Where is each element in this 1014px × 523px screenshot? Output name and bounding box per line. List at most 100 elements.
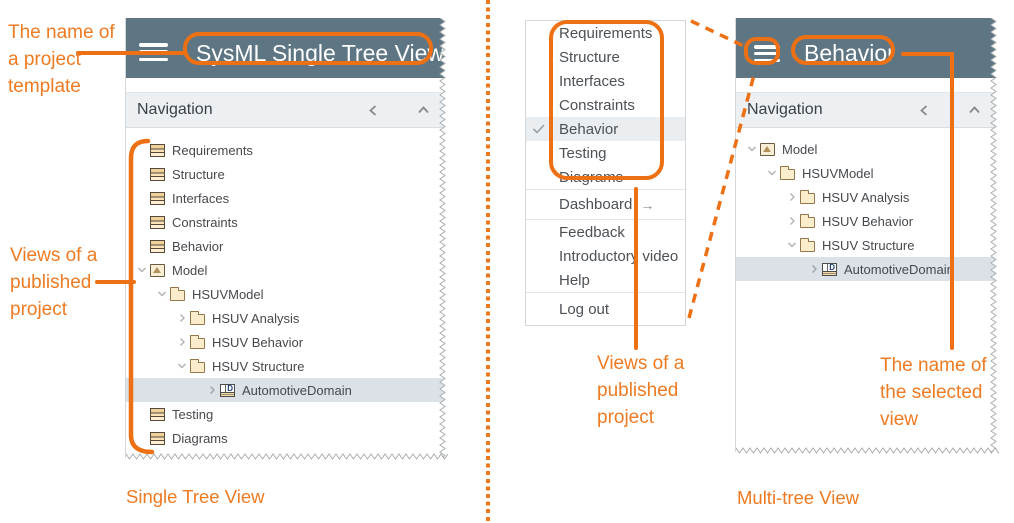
tree-item-hsuv-behavior[interactable]: HSUV Behavior <box>126 330 444 354</box>
menu-item-testing[interactable]: Testing <box>559 144 607 162</box>
chevron-right-icon[interactable] <box>784 213 800 229</box>
tree-item-hsuv-analysis[interactable]: HSUV Analysis <box>736 185 995 209</box>
menu-item-requirements[interactable]: Requirements <box>559 24 653 42</box>
tree-item-label: HSUV Structure <box>822 237 915 253</box>
project-template-title: SysML Single Tree View <box>196 40 445 66</box>
package-icon <box>760 142 775 156</box>
diagram-icon <box>822 262 837 276</box>
folder-icon <box>190 334 205 349</box>
tree-item-label: HSUV Behavior <box>212 334 304 350</box>
external-arrow-icon: → <box>640 196 655 213</box>
view-icon <box>150 407 165 421</box>
chevron-right-icon[interactable] <box>174 334 190 350</box>
tree-item-hsuvmodel[interactable]: HSUVModel <box>126 282 444 306</box>
tree-item-model[interactable]: Model <box>736 137 995 161</box>
annotation-views-published-middle: Views of a published project <box>597 353 685 428</box>
chevron-down-icon[interactable] <box>134 262 150 278</box>
collapse-up-icon[interactable] <box>410 97 436 123</box>
tree-item-label: Behavior <box>172 238 224 254</box>
menu-item-feedback[interactable]: Feedback <box>559 223 625 241</box>
chevron-right-icon[interactable] <box>806 261 822 277</box>
tree-item-testing[interactable]: Testing <box>126 402 444 426</box>
tree-item-model[interactable]: Model <box>126 258 444 282</box>
tree-item-automotivedomain[interactable]: AutomotiveDomain <box>126 378 444 402</box>
collapse-left-icon[interactable] <box>911 97 937 123</box>
tree-item-label: AutomotiveDomain <box>844 261 954 277</box>
tree-item-label: AutomotiveDomain <box>242 382 352 398</box>
tree-item-hsuv-structure[interactable]: HSUV Structure <box>736 233 995 257</box>
tree-item-hsuv-behavior[interactable]: HSUV Behavior <box>736 209 995 233</box>
tree-item-label: HSUV Structure <box>212 358 305 374</box>
tree-item-requirements[interactable]: Requirements <box>126 138 444 162</box>
annotation-selected-view: The name of the selected view <box>880 355 987 430</box>
view-icon <box>150 215 165 229</box>
view-icon <box>150 191 165 205</box>
folder-icon <box>800 237 815 252</box>
menu-item-label: Behavior <box>559 120 619 138</box>
view-icon <box>150 431 165 445</box>
tree-item-hsuv-analysis[interactable]: HSUV Analysis <box>126 306 444 330</box>
checkmark-icon <box>532 122 546 139</box>
navigation-title: Navigation <box>747 101 823 118</box>
caption-multi-tree-view: Multi-tree View <box>737 487 860 508</box>
navigation-bar: Navigation <box>126 92 444 128</box>
main-menu-dropdown: Requirements Structure Interfaces Constr… <box>525 20 686 326</box>
view-icon <box>150 239 165 253</box>
tree-item-structure[interactable]: Structure <box>126 162 444 186</box>
collapse-up-icon[interactable] <box>961 97 987 123</box>
folder-icon <box>170 286 185 301</box>
view-icon <box>150 143 165 157</box>
chevron-right-icon[interactable] <box>174 310 190 326</box>
torn-edge-bottom <box>736 447 999 457</box>
tree-item-label: HSUVModel <box>192 286 264 302</box>
menu-links-section: Feedback Introductory video Help <box>526 219 685 292</box>
tree-item-label: Constraints <box>172 214 238 230</box>
menu-item-constraints[interactable]: Constraints <box>559 96 635 114</box>
menu-item-interfaces[interactable]: Interfaces <box>559 72 625 90</box>
tree-item-diagrams[interactable]: Diagrams <box>126 426 444 450</box>
menu-item-diagrams[interactable]: Diagrams <box>559 168 624 186</box>
chevron-down-icon[interactable] <box>764 165 780 181</box>
tree-item-label: Model <box>172 262 208 278</box>
menu-item-dashboard[interactable]: Dashboard → <box>526 189 685 219</box>
tree-item-label: Testing <box>172 406 214 422</box>
app-header: SysML Single Tree View <box>126 18 444 78</box>
tree-item-interfaces[interactable]: Interfaces <box>126 186 444 210</box>
folder-icon <box>780 165 795 180</box>
torn-edge-right <box>439 18 449 460</box>
tree-item-label: HSUV Analysis <box>822 189 910 205</box>
folder-icon <box>190 310 205 325</box>
tree-item-constraints[interactable]: Constraints <box>126 210 444 234</box>
folder-icon <box>190 358 205 373</box>
chevron-right-icon[interactable] <box>784 189 800 205</box>
tree-item-behavior[interactable]: Behavior <box>126 234 444 258</box>
menu-icon[interactable] <box>139 43 168 61</box>
chevron-down-icon[interactable] <box>744 141 760 157</box>
chevron-right-icon[interactable] <box>204 382 220 398</box>
torn-edge-right <box>990 18 1000 454</box>
menu-item-behavior[interactable]: Behavior <box>526 117 685 141</box>
tree-item-label: Requirements <box>172 142 253 158</box>
menu-item-help[interactable]: Help <box>559 271 590 289</box>
view-icon <box>150 167 165 181</box>
menu-item-structure[interactable]: Structure <box>559 48 620 66</box>
navigation-bar: Navigation <box>736 92 995 128</box>
menu-item-introductory-video[interactable]: Introductory video <box>559 247 679 265</box>
chevron-down-icon[interactable] <box>784 237 800 253</box>
tree-item-automotivedomain[interactable]: AutomotiveDomain <box>736 257 995 281</box>
annotation-project-template: The name of a project template <box>8 22 115 97</box>
folder-icon <box>800 213 815 228</box>
tree-item-hsuv-structure[interactable]: HSUV Structure <box>126 354 444 378</box>
menu-icon[interactable] <box>754 45 780 62</box>
tree-item-hsuvmodel[interactable]: HSUVModel <box>736 161 995 185</box>
menu-item-label: Dashboard <box>559 196 633 213</box>
tree-item-label: Structure <box>172 166 225 182</box>
tree-item-label: HSUVModel <box>802 165 874 181</box>
collapse-left-icon[interactable] <box>360 97 386 123</box>
folder-icon <box>800 189 815 204</box>
package-icon <box>150 263 165 277</box>
chevron-down-icon[interactable] <box>174 358 190 374</box>
menu-item-log-out[interactable]: Log out <box>559 300 610 318</box>
tree-item-label: HSUV Analysis <box>212 310 300 326</box>
chevron-down-icon[interactable] <box>154 286 170 302</box>
